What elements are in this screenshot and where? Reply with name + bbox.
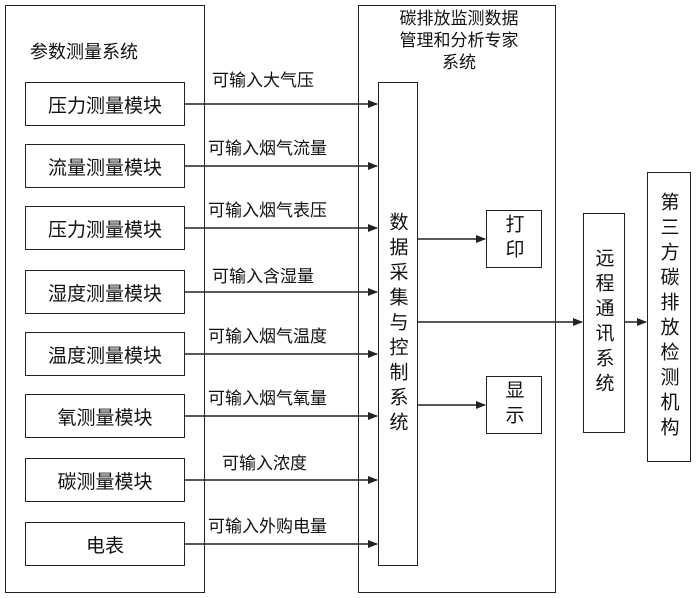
- module-oxygen: 氧测量模块: [25, 394, 185, 438]
- parameter-measurement-title: 参数测量系统: [30, 42, 138, 63]
- expert-system-title: 碳排放监测数据 管理和分析专家 系统: [372, 8, 546, 74]
- module-carbon: 碳测量模块: [25, 458, 185, 502]
- module-temperature: 温度测量模块: [25, 332, 185, 376]
- third-party-agency-box: 第三方碳排放检测机构: [647, 172, 691, 462]
- parameter-measurement-group: [5, 5, 205, 593]
- expert-title-line-2: 管理和分析专家: [399, 31, 519, 51]
- input-label-moisture: 可输入含湿量: [212, 267, 314, 287]
- input-label-concentration: 可输入浓度: [222, 454, 307, 474]
- input-label-atm-pressure: 可输入大气压: [212, 71, 314, 91]
- display-box: 显示: [486, 376, 542, 434]
- expert-system-group: [358, 5, 556, 593]
- module-flow: 流量测量模块: [25, 144, 185, 188]
- remote-communication-box: 远程通讯系统: [583, 213, 625, 433]
- input-label-flue-oxygen: 可输入烟气氧量: [208, 389, 327, 409]
- input-label-flue-gauge: 可输入烟气表压: [208, 201, 327, 221]
- module-meter: 电表: [25, 522, 185, 566]
- module-pressure-1: 压力测量模块: [25, 82, 185, 126]
- expert-title-line-3: 系统: [442, 53, 476, 73]
- expert-title-line-1: 碳排放监测数据: [399, 9, 519, 29]
- print-box: 打印: [486, 210, 542, 268]
- module-humidity: 湿度测量模块: [25, 270, 185, 314]
- data-acquisition-control-box: 数据采集与控制系统: [378, 82, 418, 566]
- input-label-flue-temp: 可输入烟气温度: [208, 327, 327, 347]
- input-label-purchased-power: 可输入外购电量: [208, 517, 327, 537]
- input-label-flue-flow: 可输入烟气流量: [208, 139, 327, 159]
- module-pressure-2: 压力测量模块: [25, 206, 185, 250]
